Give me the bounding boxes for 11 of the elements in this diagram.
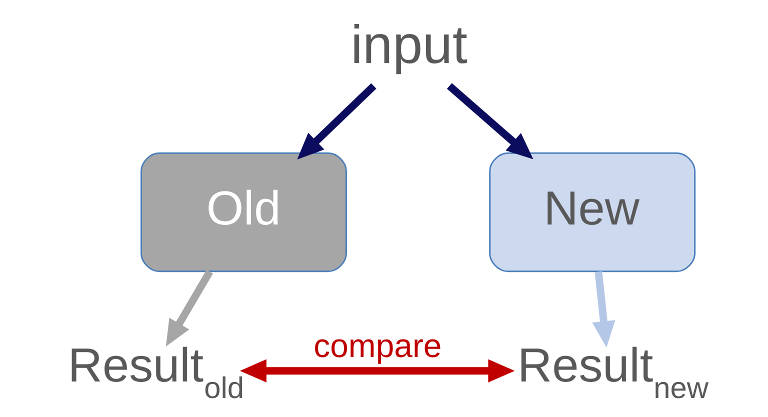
- node-text: Result$_{old}$: [68, 339, 244, 405]
- arrow: [240, 359, 515, 382]
- node-box: Old: [140, 152, 347, 272]
- arrow: [166, 270, 213, 346]
- node-box: New: [489, 152, 696, 272]
- arrow: [592, 271, 616, 348]
- arrow: [297, 83, 376, 160]
- arrow: [446, 83, 534, 160]
- edge-label: compare: [314, 326, 442, 364]
- node-text: Result$_{new}$: [518, 339, 709, 405]
- node-text: input: [350, 15, 468, 76]
